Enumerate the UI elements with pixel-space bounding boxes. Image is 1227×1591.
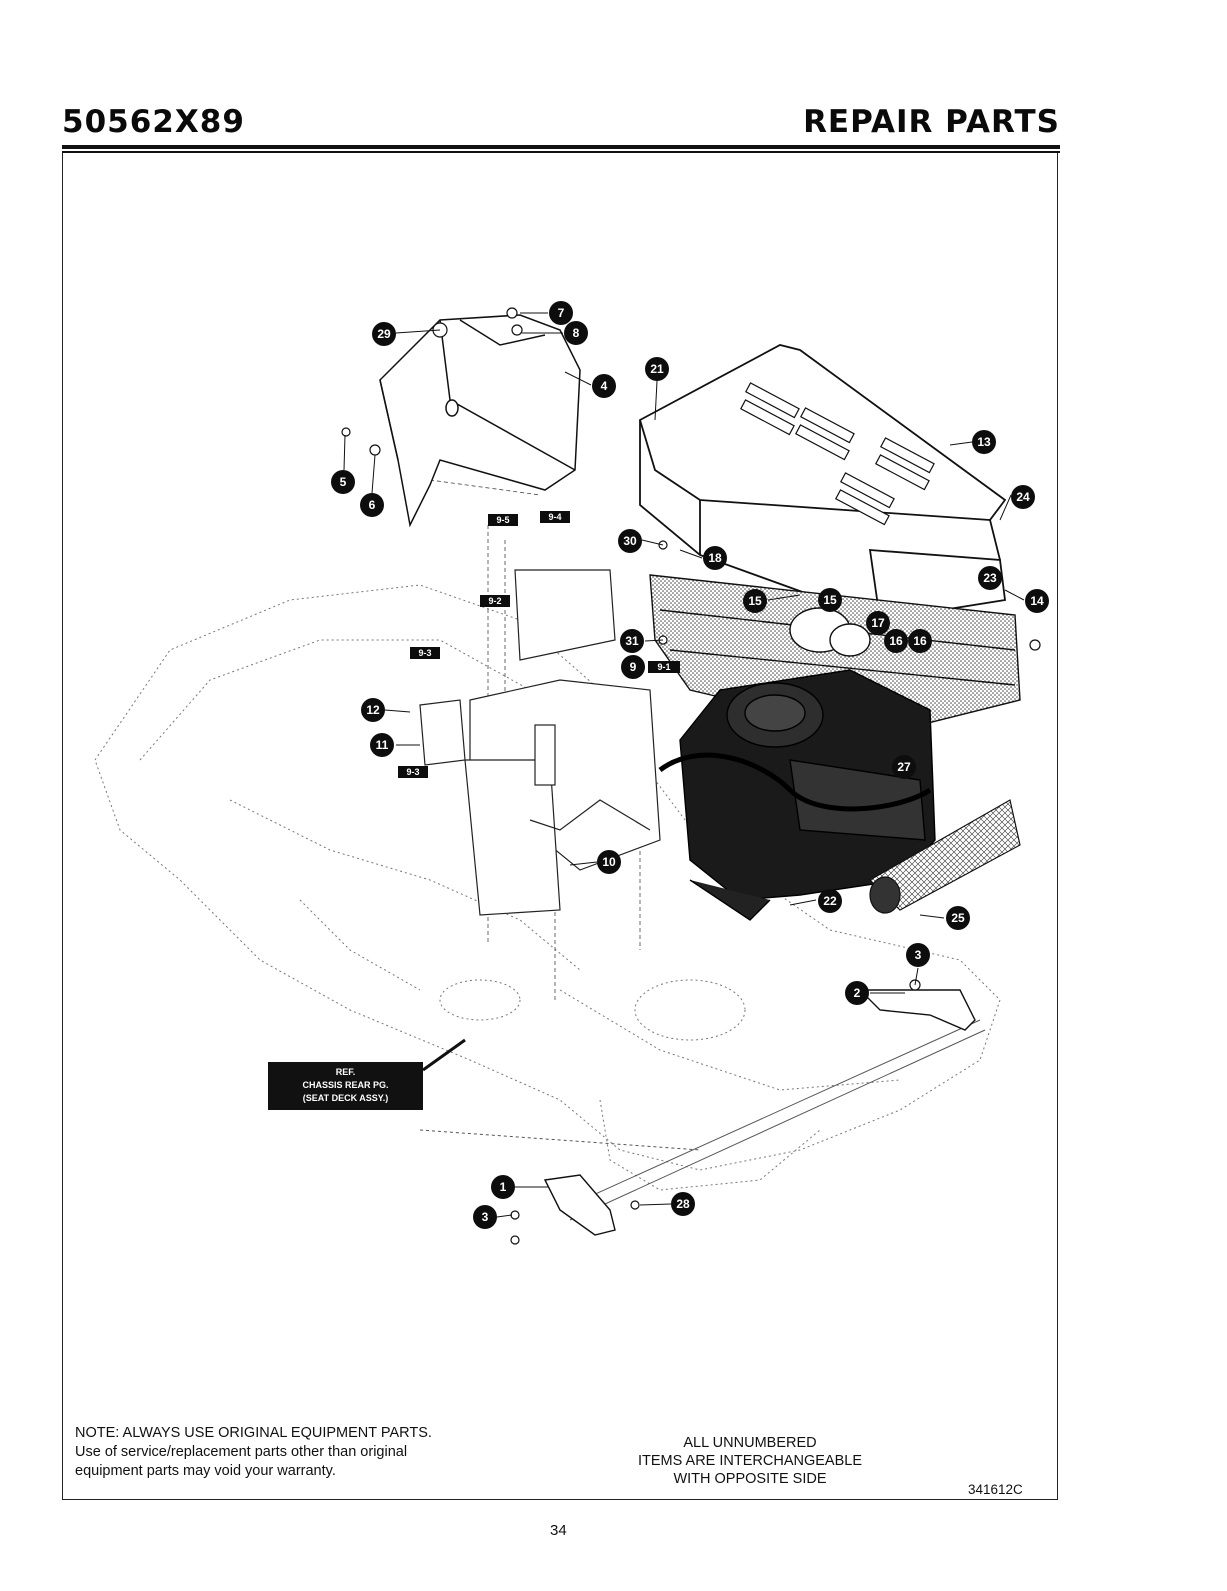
callout-30: 30 xyxy=(623,534,637,548)
sub-callout-9-1: 9-1 xyxy=(657,662,670,672)
callout-16: 16 xyxy=(889,634,903,648)
hood-part xyxy=(639,344,1007,622)
callout-circles xyxy=(331,301,1049,1229)
frame-rods xyxy=(419,1019,986,1221)
callout-22: 22 xyxy=(823,894,837,908)
unnumbered-line-2: ITEMS ARE INTERCHANGEABLE xyxy=(638,1453,862,1469)
sub-callout-labels: 9-5 9-4 9-2 9-3 9-1 9-3 xyxy=(406,512,670,777)
callout-28: 28 xyxy=(676,1197,690,1211)
diagram-frame xyxy=(62,153,1058,1500)
callout-27: 27 xyxy=(897,760,911,774)
callout-18: 18 xyxy=(708,551,722,565)
callout-5: 5 xyxy=(340,475,347,489)
callout-17: 17 xyxy=(871,616,885,630)
engine-part xyxy=(658,669,936,921)
callout-11: 11 xyxy=(376,738,389,752)
rear-brackets xyxy=(543,989,976,1236)
callout-leaders xyxy=(343,312,1025,1218)
note-line-2: Use of service/replacement parts other t… xyxy=(75,1444,408,1460)
header-rule xyxy=(62,145,1060,149)
callout-24: 24 xyxy=(1016,490,1030,504)
callout-3b: 3 xyxy=(482,1210,489,1224)
sub-callout-tags xyxy=(398,511,680,778)
reference-box: REF. CHASSIS REAR PG. (SEAT DECK ASSY.) xyxy=(268,1062,423,1110)
callout-7: 7 xyxy=(558,306,565,320)
sub-callout-9-2: 9-2 xyxy=(488,596,501,606)
callout-numbers: 29 7 8 4 5 6 21 13 24 14 30 18 15 15 17 … xyxy=(340,306,1044,1224)
callout-6: 6 xyxy=(369,498,376,512)
section-title: REPAIR PARTS xyxy=(803,104,1060,140)
drawing-number: 341612C xyxy=(968,1482,1023,1497)
callout-21: 21 xyxy=(650,362,664,376)
dash-panel-part xyxy=(379,314,581,528)
warranty-note: NOTE: ALWAYS USE ORIGINAL EQUIPMENT PART… xyxy=(75,1424,545,1481)
callout-29: 29 xyxy=(377,327,391,341)
sub-callout-9-3b: 9-3 xyxy=(406,767,419,777)
muffler-shield-part xyxy=(869,799,1021,914)
callout-12: 12 xyxy=(366,703,380,717)
ref-line-3: (SEAT DECK ASSY.) xyxy=(302,1093,389,1103)
callout-16b: 16 xyxy=(913,634,927,648)
callout-15b: 15 xyxy=(823,593,837,607)
header-rule-thin xyxy=(62,151,1060,153)
sub-callout-9-4: 9-4 xyxy=(548,512,561,522)
callout-31: 31 xyxy=(625,634,639,648)
sub-callout-9-5: 9-5 xyxy=(496,515,509,525)
unnumbered-items-note: ALL UNNUMBERED ITEMS ARE INTERCHANGEABLE… xyxy=(560,1434,940,1488)
callout-1: 1 xyxy=(500,1180,507,1194)
note-line-1: NOTE: ALWAYS USE ORIGINAL EQUIPMENT PART… xyxy=(75,1425,432,1441)
callout-8: 8 xyxy=(573,326,580,340)
callout-23: 23 xyxy=(983,571,997,585)
mounting-brackets xyxy=(419,569,661,916)
fasteners xyxy=(341,307,1041,1245)
callout-13: 13 xyxy=(977,435,991,449)
callout-4: 4 xyxy=(601,379,608,393)
ref-line-1: REF. xyxy=(335,1067,356,1077)
page-number: 34 xyxy=(550,1522,567,1539)
callout-14: 14 xyxy=(1030,594,1044,608)
unnumbered-line-1: ALL UNNUMBERED xyxy=(683,1435,817,1451)
ref-line-2: CHASSIS REAR PG. xyxy=(302,1080,389,1090)
callout-3a: 3 xyxy=(915,948,922,962)
callout-25: 25 xyxy=(951,911,965,925)
model-number: 50562X89 xyxy=(62,104,245,140)
callout-15a: 15 xyxy=(748,594,762,608)
callout-2: 2 xyxy=(854,986,861,1000)
note-line-3: equipment parts may void your warranty. xyxy=(75,1463,336,1479)
unnumbered-line-3: WITH OPPOSITE SIDE xyxy=(673,1471,827,1487)
sub-callout-9-3a: 9-3 xyxy=(418,648,431,658)
callout-9: 9 xyxy=(630,660,637,674)
callout-10: 10 xyxy=(602,855,616,869)
